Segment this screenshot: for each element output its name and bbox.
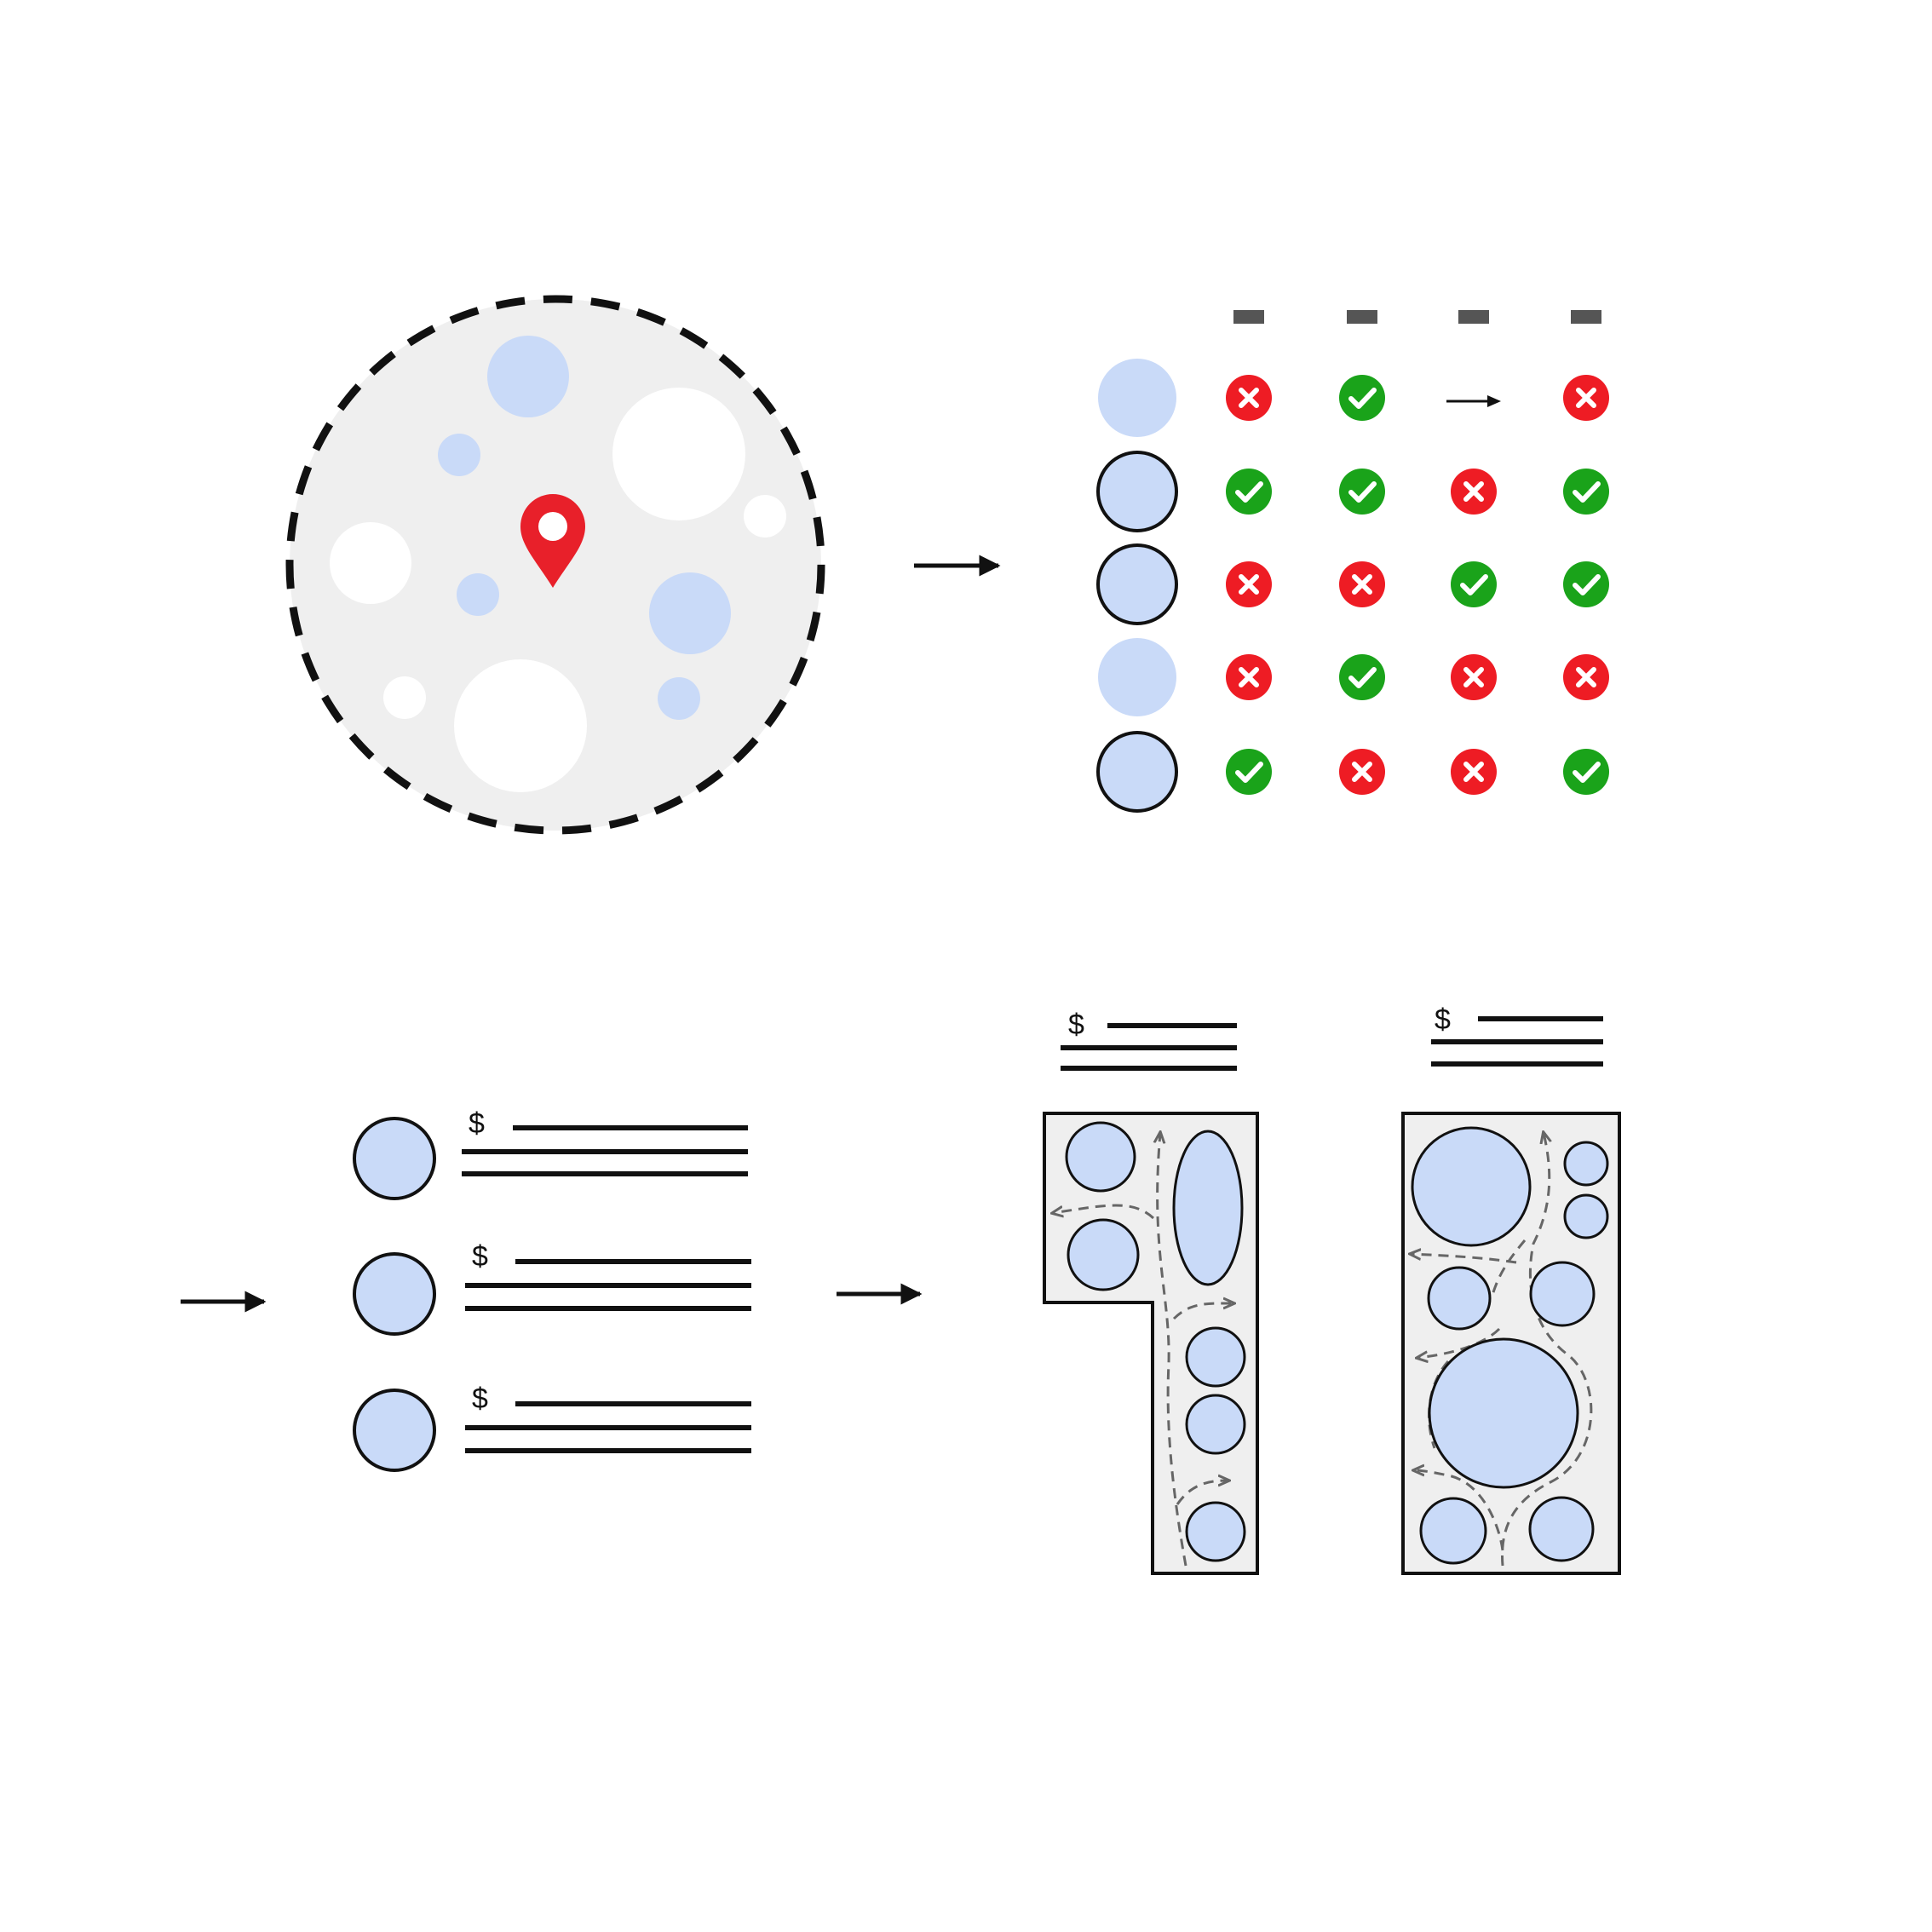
room — [1528, 1496, 1595, 1562]
candidate-site — [1098, 359, 1176, 437]
pass-check-icon — [1451, 561, 1497, 607]
price-symbol: $ — [469, 1107, 485, 1140]
fail-cross-icon — [1226, 561, 1272, 607]
layout-option-rectangular: $ — [1401, 1003, 1621, 1575]
candidate-site — [457, 573, 499, 616]
room — [1419, 1497, 1487, 1565]
unavailable-site — [330, 522, 411, 604]
shortlisted-site — [353, 1252, 436, 1336]
candidate-row — [1098, 638, 1609, 716]
room — [1428, 1337, 1579, 1489]
unavailable-site — [454, 659, 587, 792]
evaluation-matrix — [1096, 310, 1609, 813]
layout-option-l-shaped: $ — [1043, 1009, 1259, 1575]
room — [1185, 1326, 1246, 1388]
shortlist-item: $ — [353, 1240, 751, 1336]
candidate-rows — [1096, 359, 1609, 813]
pass-check-icon — [1226, 749, 1272, 795]
candidate-site — [438, 434, 480, 476]
room — [1563, 1193, 1609, 1239]
selected-candidate-site — [1096, 543, 1178, 625]
room — [1529, 1261, 1596, 1327]
selected-candidate-site — [1096, 731, 1178, 813]
search-region-map — [285, 295, 825, 835]
room — [1427, 1266, 1492, 1331]
pass-check-icon — [1226, 469, 1272, 515]
arrow-right-icon — [1446, 395, 1501, 407]
pass-check-icon — [1339, 469, 1385, 515]
shortlisted-site — [353, 1117, 436, 1200]
unavailable-site — [383, 676, 426, 719]
criterion-header-marker — [1571, 310, 1601, 324]
criterion-header-marker — [1347, 310, 1377, 324]
fail-cross-icon — [1226, 375, 1272, 421]
candidate-row — [1096, 543, 1609, 625]
pass-check-icon — [1339, 654, 1385, 700]
fail-cross-icon — [1451, 749, 1497, 795]
pass-check-icon — [1339, 375, 1385, 421]
fail-cross-icon — [1563, 654, 1609, 700]
price-symbol: $ — [472, 1240, 488, 1273]
room — [1067, 1218, 1140, 1291]
candidate-site — [658, 677, 700, 720]
candidate-site — [487, 336, 569, 417]
price-symbol: $ — [1435, 1003, 1451, 1036]
fail-cross-icon — [1339, 749, 1385, 795]
criterion-header-marker — [1233, 310, 1264, 324]
fail-cross-icon — [1339, 561, 1385, 607]
room — [1065, 1121, 1136, 1193]
unavailable-site — [744, 495, 786, 538]
candidate-site — [649, 572, 731, 654]
room — [1185, 1501, 1246, 1562]
location-pin-icon — [520, 494, 585, 588]
pass-check-icon — [1563, 469, 1609, 515]
shortlist-item: $ — [353, 1383, 751, 1472]
price-symbol: $ — [1068, 1009, 1084, 1041]
circulation-paths — [1053, 1133, 1233, 1567]
room — [1185, 1394, 1246, 1455]
criteria-header-row — [1233, 310, 1601, 324]
priced-shortlist: $ $ $ — [353, 1107, 751, 1472]
fail-cross-icon — [1451, 654, 1497, 700]
shortlisted-site — [353, 1389, 436, 1472]
candidate-row — [1096, 731, 1609, 813]
fail-cross-icon — [1451, 469, 1497, 515]
candidate-row — [1098, 359, 1609, 437]
unavailable-site — [612, 388, 745, 520]
shortlist-item: $ — [353, 1107, 748, 1200]
room — [1563, 1141, 1609, 1187]
room — [1411, 1126, 1532, 1247]
candidate-site — [1098, 638, 1176, 716]
criterion-header-marker — [1458, 310, 1489, 324]
price-symbol: $ — [472, 1383, 488, 1415]
candidate-row — [1096, 451, 1609, 532]
fail-cross-icon — [1563, 375, 1609, 421]
pass-check-icon — [1563, 749, 1609, 795]
fail-cross-icon — [1226, 654, 1272, 700]
room — [1172, 1130, 1244, 1286]
pass-check-icon — [1563, 561, 1609, 607]
selected-candidate-site — [1096, 451, 1178, 532]
